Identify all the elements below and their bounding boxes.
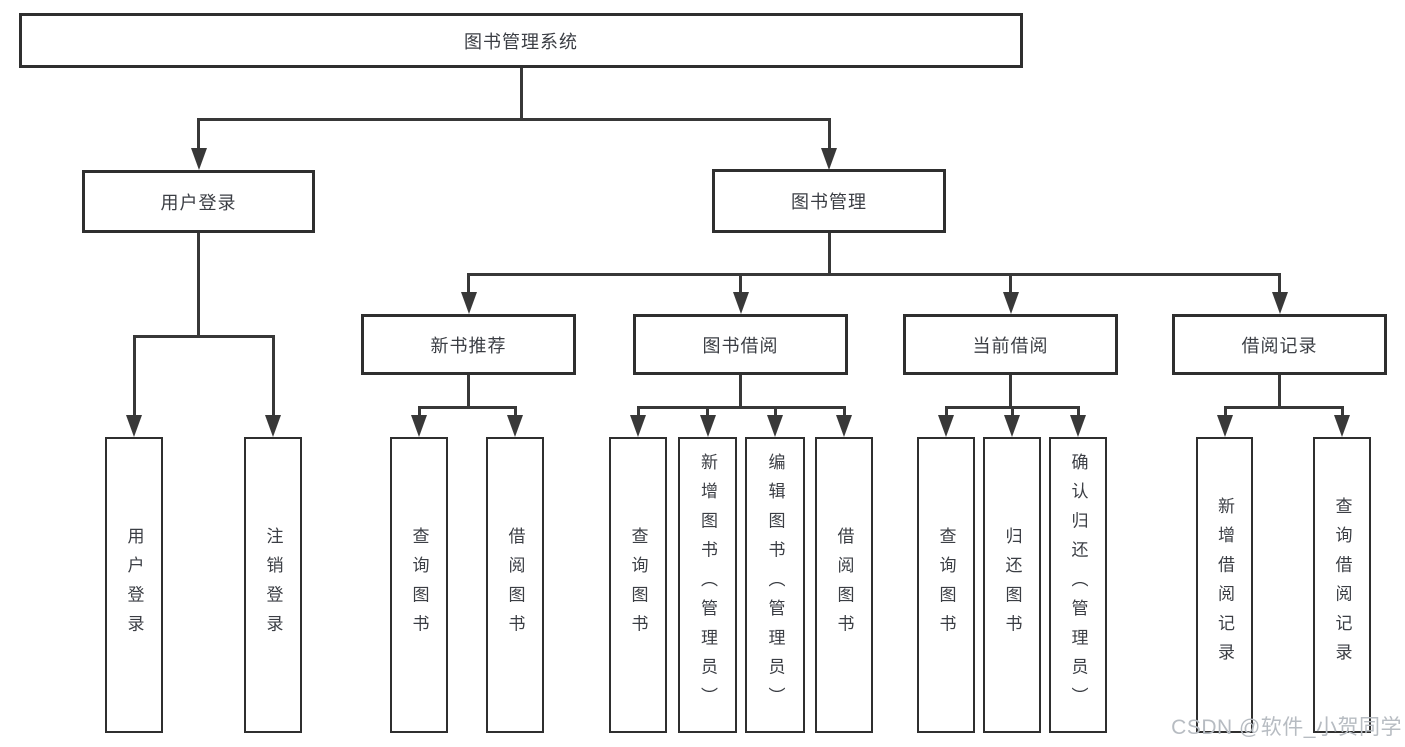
node-user-login: 用户登录 [82,170,315,233]
connector-line [842,406,846,419]
node-label: 图书借阅 [702,335,779,356]
connector-line [197,233,200,335]
arrowhead-down-icon [411,415,427,437]
leaf-borrow-books: 借阅图书 [815,437,873,733]
arrowhead-down-icon [1271,292,1288,314]
arrowhead-down-icon [1070,415,1086,437]
connector-line [467,273,470,294]
connector-line [1278,273,1281,294]
node-book-borrow: 图书借阅 [633,314,848,375]
connector-line [197,118,200,150]
arrowhead-down-icon [1002,292,1019,314]
leaf-query-borrow-record: 查询借阅记录 [1313,437,1371,733]
arrowhead-down-icon [460,292,477,314]
arrowhead-down-icon [1334,415,1350,437]
arrowhead-down-icon [630,415,646,437]
connector-line [773,406,777,419]
leaf-query-books-borrow: 查询图书 [609,437,667,733]
connector-line [636,406,846,409]
connector-line [132,335,136,417]
connector-line [197,118,831,121]
arrowhead-down-icon [836,415,852,437]
csdn-watermark: CSDN @软件_小贺同学 [1171,716,1402,739]
connector-line [827,118,831,150]
leaf-label: 用户登录 [124,526,144,644]
arrowhead-down-icon [126,415,142,437]
node-current-borrow: 当前借阅 [903,314,1118,375]
leaf-label: 编辑图书（管理员） [765,453,785,717]
arrowhead-down-icon [821,148,837,170]
leaf-label: 查询图书 [409,526,429,644]
connector-line [513,406,517,419]
leaf-label: 查询图书 [628,526,648,644]
node-borrow-record: 借阅记录 [1172,314,1387,375]
leaf-query-books-current: 查询图书 [917,437,975,733]
arrowhead-down-icon [767,415,783,437]
leaf-return-books: 归还图书 [983,437,1041,733]
arrowhead-down-icon [1004,415,1020,437]
connector-line [417,406,517,409]
node-label: 借阅记录 [1241,335,1318,356]
connector-line [519,68,523,118]
connector-line [467,273,1281,276]
arrowhead-down-icon [699,415,716,437]
node-new-book-recommend: 新书推荐 [361,314,576,375]
connector-line [1223,406,1344,409]
arrowhead-down-icon [1217,415,1233,437]
arrowhead-down-icon [938,415,954,437]
node-label: 图书管理系统 [464,31,578,52]
arrowhead-down-icon [190,148,207,170]
leaf-label: 新增图书（管理员） [698,453,717,717]
connector-line [1009,375,1012,406]
leaf-add-books-admin: 新增图书（管理员） [678,437,737,733]
leaf-query-books-recommend: 查询图书 [390,437,448,733]
leaf-logout: 注销登录 [244,437,302,733]
leaf-user-login: 用户登录 [105,437,163,733]
connector-line [827,233,831,273]
leaf-label: 查询借阅记录 [1332,497,1352,673]
connector-line [944,406,948,419]
node-label: 图书管理 [791,192,867,212]
arrowhead-down-icon [265,415,281,437]
leaf-add-borrow-record: 新增借阅记录 [1196,437,1253,733]
connector-line [271,335,275,417]
node-label: 用户登录 [160,192,237,213]
connector-line [1340,406,1344,419]
connector-line [1278,375,1281,406]
connector-line [467,375,470,406]
node-label: 新书推荐 [430,335,507,356]
leaf-label: 归还图书 [1002,526,1022,644]
leaf-label: 借阅图书 [834,526,854,644]
connector-line [1009,273,1012,294]
connector-line [417,406,421,419]
connector-line [1223,406,1227,419]
connector-line [706,406,709,419]
leaf-edit-books-admin: 编辑图书（管理员） [745,437,805,733]
leaf-label: 新增借阅记录 [1215,497,1234,673]
connector-line [739,375,742,406]
leaf-label: 注销登录 [263,526,283,644]
arrowhead-down-icon [732,292,749,314]
leaf-label: 确认归还（管理员） [1068,453,1088,717]
leaf-label: 查询图书 [936,526,956,644]
connector-line [739,273,742,294]
connector-line [636,406,640,419]
connector-line [132,335,275,338]
connector-line [1010,406,1014,419]
node-book-management: 图书管理 [712,169,946,233]
leaf-label: 借阅图书 [505,526,525,644]
connector-line [1076,406,1080,419]
node-label: 当前借阅 [972,335,1049,356]
leaf-borrow-books-recommend: 借阅图书 [486,437,544,733]
node-system-root: 图书管理系统 [19,13,1023,68]
leaf-confirm-return-admin: 确认归还（管理员） [1049,437,1107,733]
arrowhead-down-icon [507,415,523,437]
